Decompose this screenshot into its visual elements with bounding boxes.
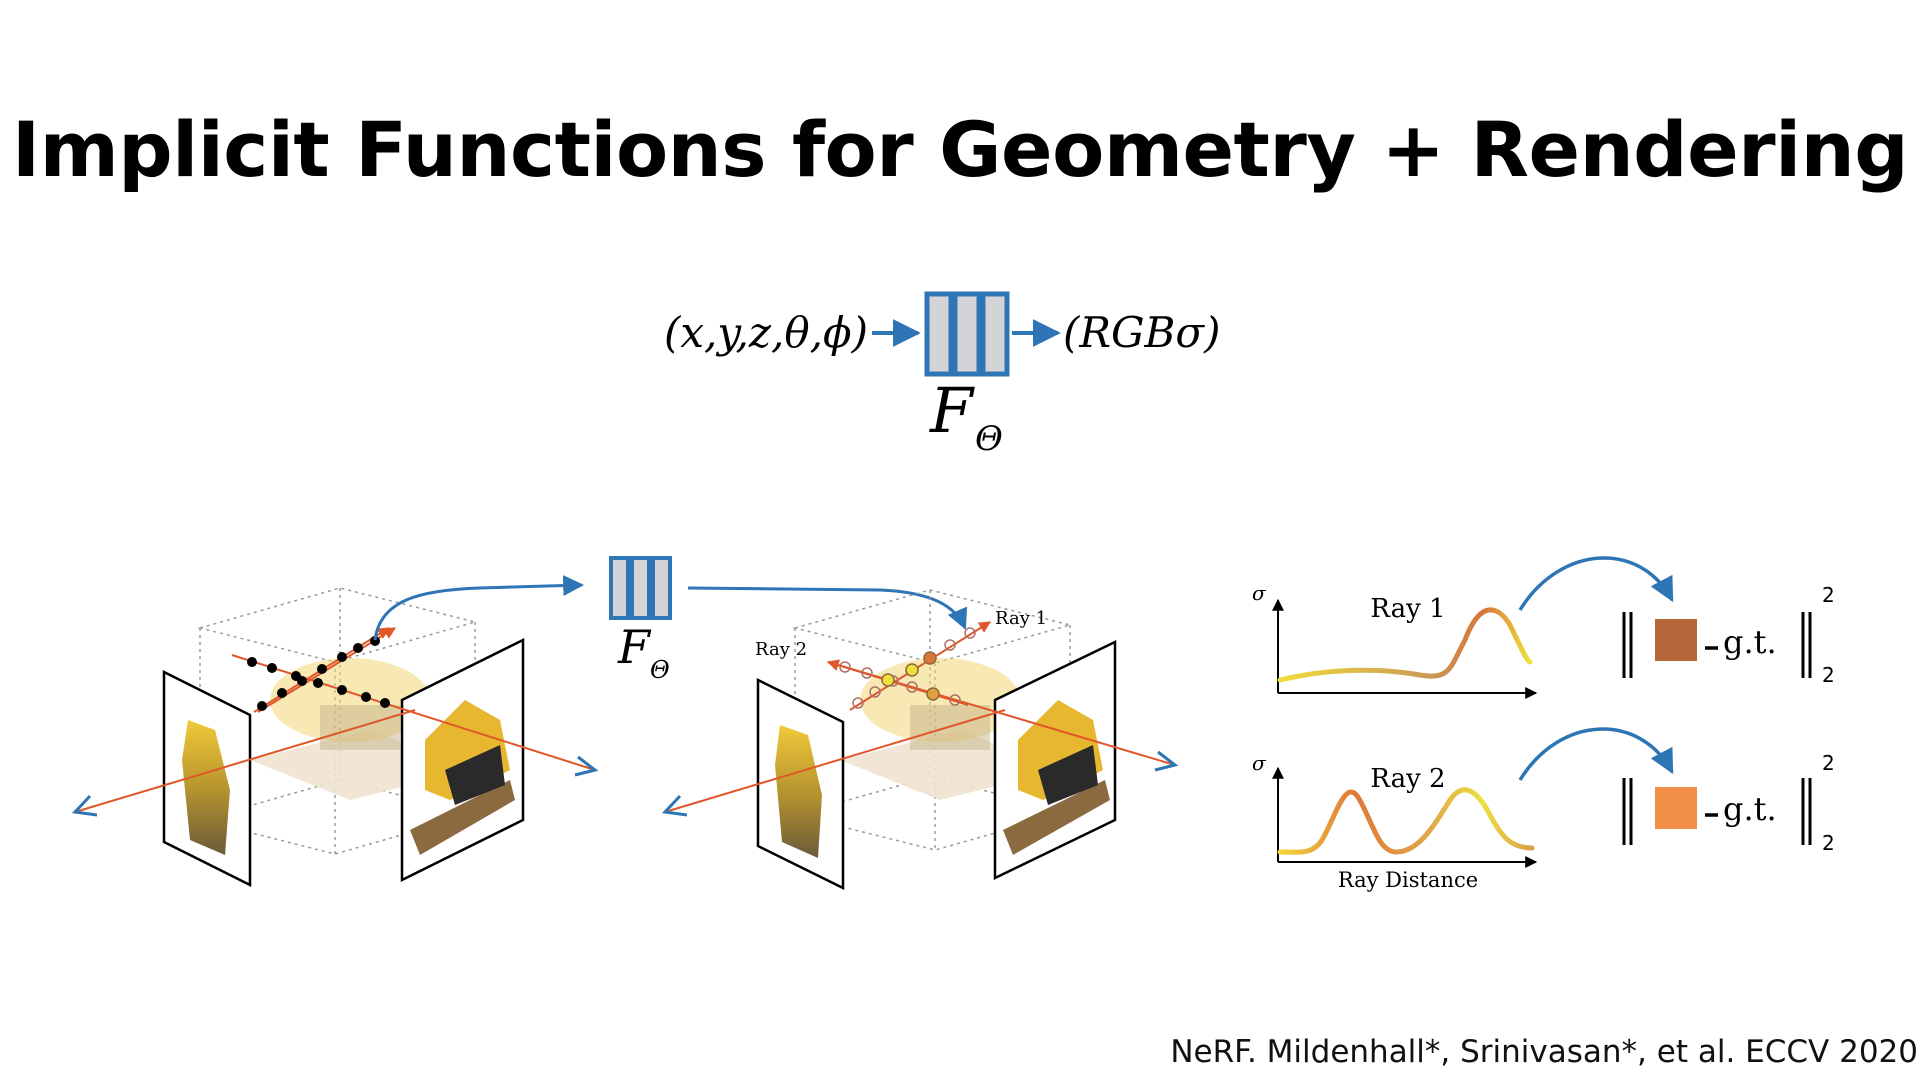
ray1-label: Ray 1 <box>995 608 1047 629</box>
plot-ray2: σ Ray 2 Ray Distance g.t. 2 2 <box>1252 727 1835 892</box>
page-title: Implicit Functions for Geometry + Render… <box>11 105 1909 194</box>
network-subscript: Θ <box>975 419 1003 459</box>
equation-input: (x,y,z,θ,ϕ) <box>664 308 868 357</box>
plot1-loss: g.t. 2 2 <box>1622 583 1835 687</box>
plot2-gt: g.t. <box>1723 790 1777 828</box>
left-scene <box>71 575 599 888</box>
network-label: F <box>929 374 975 447</box>
plot2-color-swatch <box>1655 787 1697 829</box>
plot1-yaxis-label: σ <box>1252 581 1267 605</box>
citation: NeRF. Mildenhall*, Srinivasan*, et al. E… <box>1170 1034 1918 1070</box>
network-subscript-small: Θ <box>650 656 670 684</box>
network-icon-small <box>609 556 672 620</box>
plot2-xaxis-label: Ray Distance <box>1338 868 1478 892</box>
network-icon <box>924 291 1010 377</box>
ray2-label: Ray 2 <box>755 639 807 660</box>
plot1-gt: g.t. <box>1723 623 1777 661</box>
plot2-loss: g.t. 2 2 <box>1622 751 1835 855</box>
plot2-norm-sub: 2 <box>1822 831 1835 855</box>
plot-ray1: σ Ray 1 g.t. 2 2 <box>1252 556 1835 699</box>
plot2-yaxis-label: σ <box>1252 751 1267 775</box>
plot2-norm-sup: 2 <box>1822 751 1835 775</box>
plot2-title: Ray 2 <box>1370 764 1445 794</box>
plot1-title: Ray 1 <box>1370 594 1445 624</box>
plot1-color-swatch <box>1655 619 1697 661</box>
equation-output: (RGBσ) <box>1063 308 1220 357</box>
equation: (x,y,z,θ,ϕ) (RGBσ) F Θ <box>664 291 1220 459</box>
network-label-small: F <box>617 620 652 674</box>
plot1-norm-sup: 2 <box>1822 583 1835 607</box>
middle-scene: Ray 1 Ray 2 <box>661 589 1179 891</box>
plot1-norm-sub: 2 <box>1822 663 1835 687</box>
